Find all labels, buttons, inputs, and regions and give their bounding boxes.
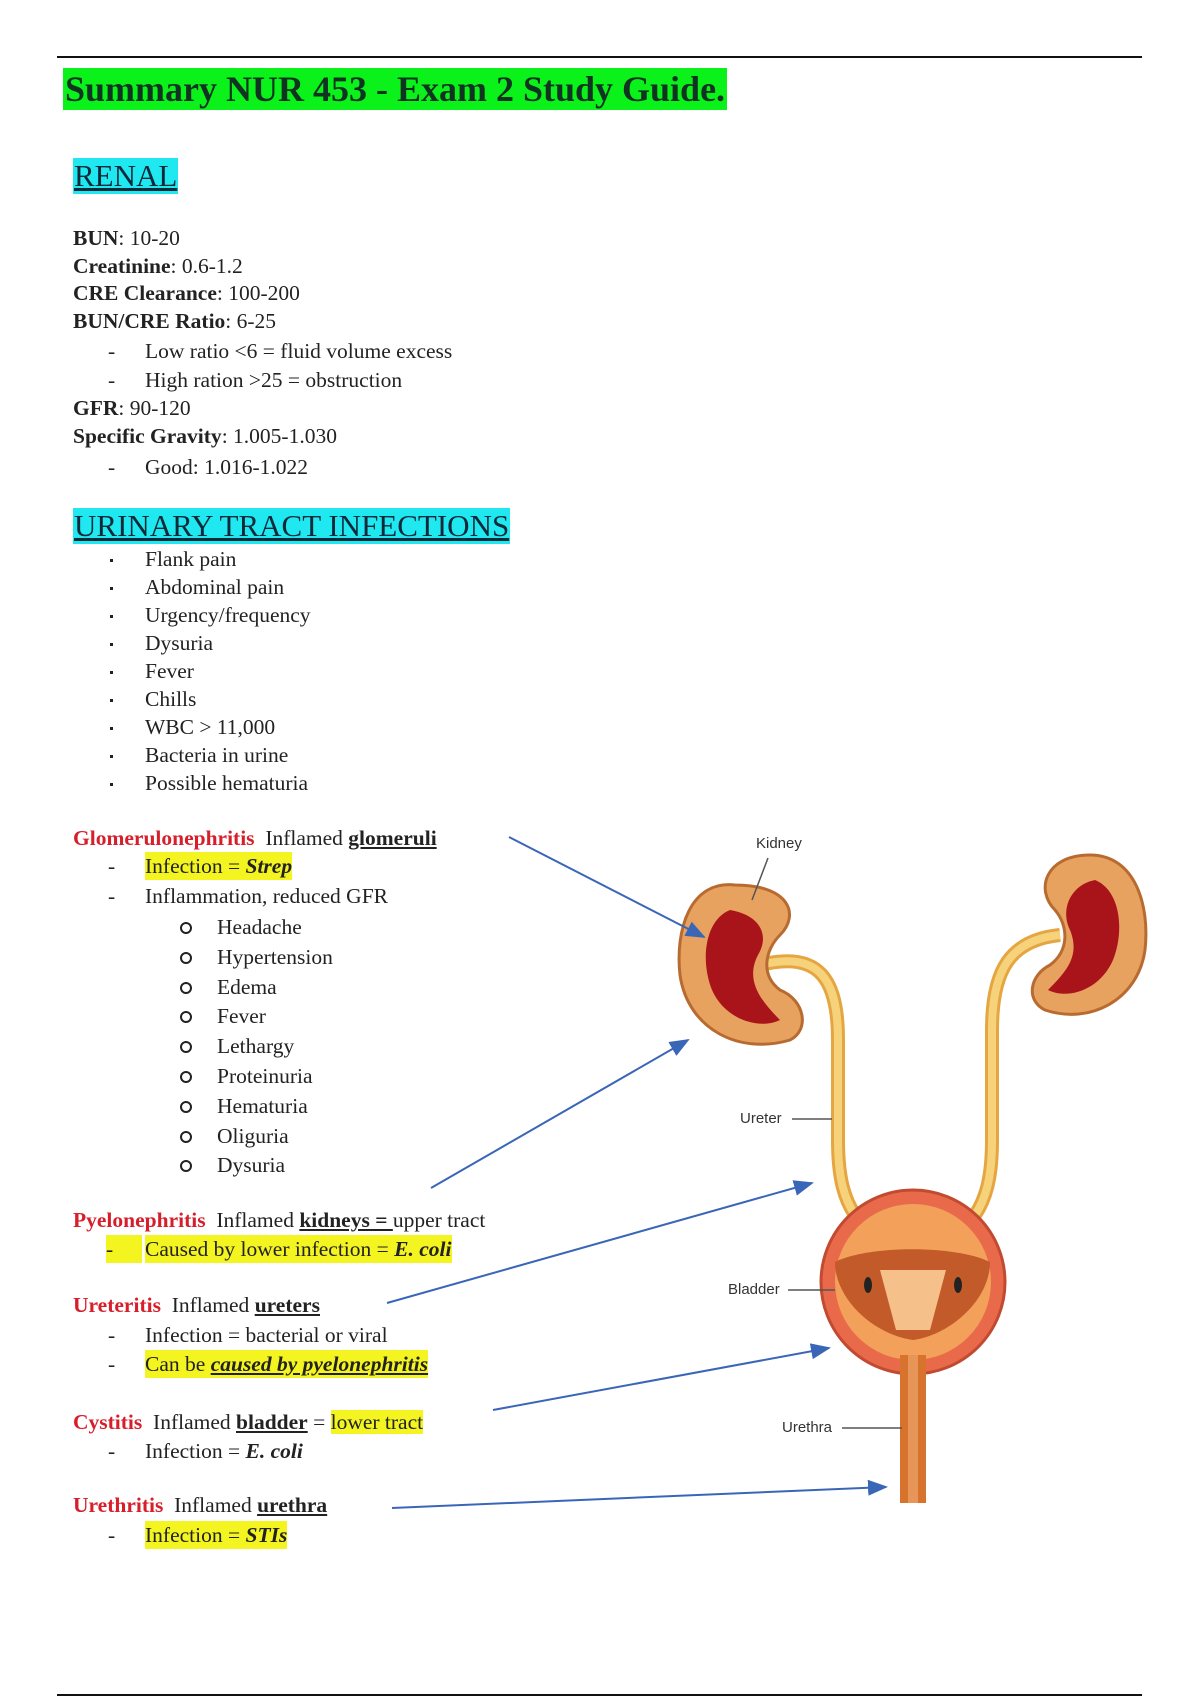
circle-bullet-icon	[180, 1071, 192, 1083]
bullet-icon	[110, 587, 113, 590]
arrow-glomerulonephritis-upper	[508, 836, 706, 938]
pyelonephritis-heading: Pyelonephritis Inflamed kidneys = upper …	[73, 1208, 486, 1232]
lab-specific-gravity: Specific Gravity: 1.005-1.030	[73, 424, 337, 448]
top-rule	[57, 56, 1142, 58]
circle-bullet-icon	[180, 922, 192, 934]
uti-heading: URINARY TRACT INFECTIONS	[73, 508, 511, 544]
glomerulonephritis-heading: Glomerulonephritis Inflamed glomeruli	[73, 826, 437, 850]
lab-cre-clearance: CRE Clearance: 100-200	[73, 281, 300, 305]
bladder	[819, 1188, 1007, 1376]
left-ureter-inner	[759, 957, 859, 1218]
bullet-icon	[110, 559, 113, 562]
circle-bullet-icon	[180, 1041, 192, 1054]
bullet-icon	[110, 643, 113, 646]
renal-heading: RENAL	[73, 158, 179, 194]
circle-bullet-icon	[180, 1100, 192, 1113]
bullet-icon	[110, 755, 113, 758]
arrow-urethritis	[391, 1479, 888, 1509]
right-ureter-inner	[971, 931, 1061, 1218]
document-title: Summary NUR 453 - Exam 2 Study Guide.	[63, 68, 728, 110]
label-kidney: Kidney	[756, 835, 802, 852]
ureteritis-heading: Ureteritis Inflamed ureters	[73, 1293, 320, 1317]
bullet-icon	[110, 727, 113, 730]
arrow-cystitis	[492, 1343, 831, 1411]
bullet-icon	[110, 699, 113, 702]
arrow-ureteritis	[386, 1180, 814, 1304]
bottom-rule	[57, 1694, 1142, 1696]
lab-bun: BUN: 10-20	[73, 226, 180, 250]
circle-bullet-icon	[180, 981, 192, 994]
urethritis-heading: Urethritis Inflamed urethra	[73, 1493, 328, 1517]
circle-bullet-icon	[180, 951, 192, 964]
circle-bullet-icon	[180, 1160, 192, 1173]
lab-gfr: GFR: 90-120	[73, 396, 191, 420]
circle-bullet-icon	[180, 1130, 192, 1143]
right-kidney	[1030, 853, 1148, 1016]
label-ureter: Ureter	[740, 1110, 782, 1127]
bullet-icon	[110, 671, 113, 674]
lab-bun-cre-ratio: BUN/CRE Ratio: 6-25	[73, 309, 277, 333]
arrow-glomerulonephritis-lower	[430, 1039, 690, 1189]
circle-bullet-icon	[180, 1011, 192, 1024]
cystitis-heading: Cystitis Inflamed bladder = lower tract	[73, 1410, 424, 1434]
left-kidney	[677, 883, 804, 1046]
bullet-icon	[110, 783, 113, 786]
lab-creatinine: Creatinine: 0.6-1.2	[73, 254, 243, 278]
label-bladder: Bladder	[728, 1281, 780, 1298]
label-urethra: Urethra	[782, 1419, 833, 1436]
bullet-icon	[110, 615, 113, 618]
